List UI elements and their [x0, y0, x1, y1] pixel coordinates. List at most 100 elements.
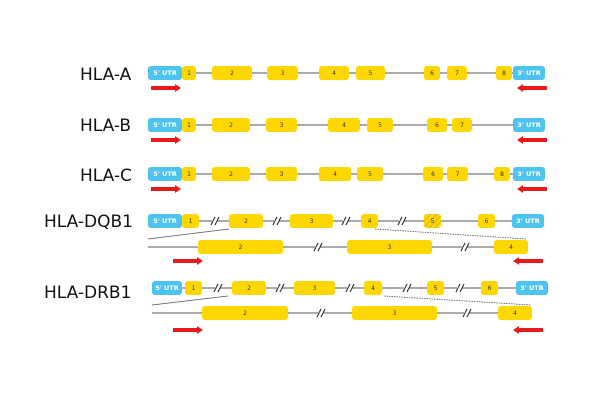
exon-hla-b-1-label: 1	[187, 122, 191, 129]
exon-hla-c-8-label: 8	[500, 171, 504, 178]
zoom-exon-hla-drb1-3	[352, 306, 437, 320]
double-slash-icon	[462, 308, 472, 318]
exon-hla-c-2-label: 2	[229, 171, 233, 178]
utr3-hla-drb1-label: 3' UTR	[520, 284, 544, 292]
arrow-right-icon	[151, 84, 181, 92]
exon-hla-c-7-label: 7	[456, 171, 460, 178]
double-slash-icon	[341, 216, 351, 226]
utr3-hla-dqb1	[512, 214, 544, 228]
exon-hla-b-3-label: 3	[280, 122, 284, 129]
double-slash-icon	[210, 216, 220, 226]
utr3-hla-dqb1-label: 3' UTR	[516, 217, 540, 225]
zoom-connector-right	[374, 228, 527, 240]
exon-hla-b-7	[452, 118, 472, 132]
exon-hla-dqb1-2-label: 2	[244, 218, 248, 225]
utr3-hla-c-label: 3' UTR	[517, 170, 541, 178]
utr3-hla-c	[513, 167, 545, 181]
zoom-exon-hla-dqb1-2	[198, 240, 283, 254]
double-slash-icon	[316, 308, 326, 318]
exon-hla-dqb1-2	[229, 214, 263, 228]
exon-hla-dqb1-3-label: 3	[310, 218, 314, 225]
gene-label-hla-b: HLA-B	[80, 116, 131, 136]
utr5-hla-b-label: 5' UTR	[153, 121, 177, 129]
exon-hla-b-6	[427, 118, 447, 132]
utr3-hla-a-label: 3' UTR	[517, 69, 541, 77]
utr3-hla-a	[513, 66, 545, 80]
exon-hla-a-2	[212, 66, 252, 80]
arrow-right-icon	[173, 257, 203, 265]
zoom-connector-left	[151, 295, 229, 306]
arrow-left-icon	[517, 84, 547, 92]
exon-hla-b-6-label: 6	[435, 122, 439, 129]
exon-hla-b-4	[328, 118, 360, 132]
exon-hla-c-6-label: 6	[431, 171, 435, 178]
exon-hla-c-1	[182, 167, 196, 181]
exon-hla-a-6-label: 6	[430, 70, 434, 77]
exon-hla-c-4-label: 4	[333, 171, 337, 178]
exon-hla-c-5-label: 5	[368, 171, 372, 178]
exon-hla-c-3-label: 3	[280, 171, 284, 178]
exon-hla-a-3	[267, 66, 298, 80]
double-slash-icon	[275, 283, 285, 293]
exon-hla-a-4	[319, 66, 349, 80]
exon-hla-b-2-label: 2	[229, 122, 233, 129]
arrow-left-icon	[517, 136, 547, 144]
arrow-right-icon	[173, 326, 203, 334]
gene-label-hla-c: HLA-C	[80, 166, 132, 186]
exon-hla-drb1-6	[481, 281, 498, 295]
exon-hla-drb1-4	[364, 281, 382, 295]
exon-hla-a-7-label: 7	[455, 70, 459, 77]
zoom-exon-hla-dqb1-3	[347, 240, 432, 254]
exon-hla-dqb1-6-label: 6	[485, 218, 489, 225]
exon-hla-drb1-5-label: 5	[434, 285, 438, 292]
arrow-right-icon	[151, 185, 181, 193]
exon-hla-c-4	[319, 167, 351, 181]
zoom-exon-hla-dqb1-4	[494, 240, 528, 254]
gene-label-hla-drb1: HLA-DRB1	[44, 283, 131, 303]
exon-hla-a-1-label: 1	[187, 70, 191, 77]
exon-hla-c-1-label: 1	[187, 171, 191, 178]
exon-hla-dqb1-6	[478, 214, 495, 228]
exon-hla-drb1-1-label: 1	[192, 285, 196, 292]
exon-hla-c-2	[212, 167, 250, 181]
exon-hla-a-8-label: 8	[502, 70, 506, 77]
exon-hla-b-2	[212, 118, 250, 132]
exon-hla-c-6	[423, 167, 443, 181]
exon-hla-a-3-label: 3	[281, 70, 285, 77]
exon-hla-b-3	[266, 118, 297, 132]
double-slash-icon	[345, 283, 355, 293]
exon-hla-drb1-3	[294, 281, 335, 295]
exon-hla-a-8	[496, 66, 512, 80]
zoom-exon-hla-drb1-2-label: 2	[243, 310, 247, 317]
exon-hla-drb1-5	[427, 281, 444, 295]
utr5-hla-c	[148, 167, 182, 181]
zoom-connector-left	[147, 228, 230, 240]
exon-hla-drb1-4-label: 4	[371, 285, 375, 292]
exon-hla-drb1-1	[185, 281, 202, 295]
zoom-exon-hla-drb1-4-label: 4	[513, 310, 517, 317]
utr5-hla-c-label: 5' UTR	[153, 170, 177, 178]
utr5-hla-dqb1	[148, 214, 182, 228]
zoom-connector-right	[383, 295, 532, 306]
zoom-exon-hla-dqb1-4-label: 4	[509, 244, 513, 251]
double-slash-icon	[397, 216, 407, 226]
exon-hla-drb1-2	[232, 281, 266, 295]
exon-hla-a-2-label: 2	[230, 70, 234, 77]
exon-hla-dqb1-1-label: 1	[189, 218, 193, 225]
double-slash-icon	[402, 283, 412, 293]
exon-hla-drb1-3-label: 3	[313, 285, 317, 292]
exon-hla-b-1	[182, 118, 196, 132]
zoom-exon-hla-drb1-2	[202, 306, 288, 320]
exon-hla-a-6	[424, 66, 440, 80]
exon-hla-dqb1-1	[182, 214, 199, 228]
zoom-exon-hla-dqb1-2-label: 2	[239, 244, 243, 251]
utr5-hla-b	[148, 118, 182, 132]
utr3-hla-b-label: 3' UTR	[517, 121, 541, 129]
utr3-hla-b	[513, 118, 545, 132]
exon-hla-c-8	[494, 167, 510, 181]
arrow-left-icon	[517, 185, 547, 193]
arrow-left-icon	[513, 257, 543, 265]
utr5-hla-dqb1-label: 5' UTR	[153, 217, 177, 225]
exon-hla-dqb1-5-label: 5	[431, 218, 435, 225]
